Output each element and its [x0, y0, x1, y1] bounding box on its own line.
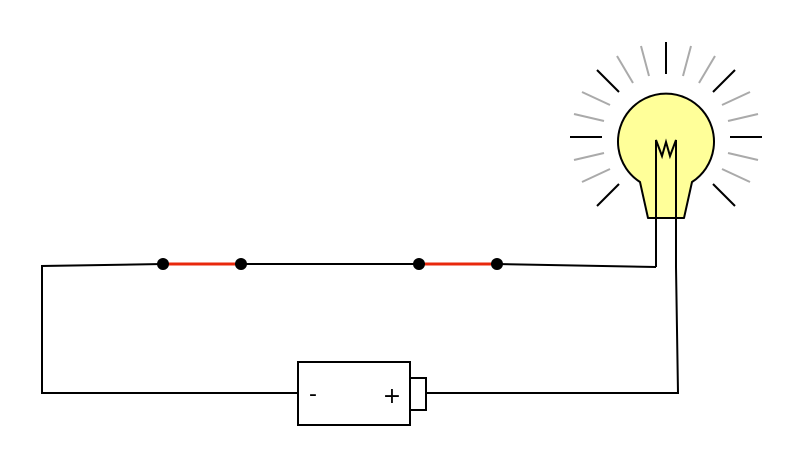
bulb-icon	[617, 92, 715, 267]
wire-bulb-to-battery	[426, 266, 680, 394]
bulb-glass	[617, 92, 715, 219]
connection-node	[491, 258, 503, 270]
light-ray	[698, 55, 716, 84]
wire-left-loop	[41, 263, 298, 394]
wires	[41, 263, 680, 394]
light-ray	[727, 113, 759, 122]
battery-body	[297, 361, 411, 426]
battery-icon: - +	[297, 361, 427, 426]
light-ray	[712, 183, 736, 207]
light-ray	[581, 168, 611, 183]
light-ray	[721, 91, 751, 106]
light-ray	[573, 152, 605, 161]
connection-node	[235, 258, 247, 270]
light-ray	[721, 168, 751, 183]
wire-to-bulb	[496, 263, 657, 268]
light-rays	[570, 42, 762, 207]
light-ray	[616, 55, 634, 84]
light-ray	[596, 183, 620, 207]
light-ray	[712, 69, 736, 93]
battery-positive-label: +	[383, 384, 401, 409]
bulb-filament	[655, 138, 677, 267]
battery-negative-label: -	[309, 382, 317, 407]
connection-node	[157, 258, 169, 270]
light-ray	[573, 113, 605, 122]
nodes	[157, 258, 503, 270]
light-ray	[727, 152, 759, 161]
battery-terminal	[409, 377, 427, 411]
light-ray	[596, 69, 620, 93]
connection-node	[413, 258, 425, 270]
light-ray	[581, 91, 611, 106]
light-ray	[682, 45, 692, 77]
light-ray	[640, 45, 650, 77]
